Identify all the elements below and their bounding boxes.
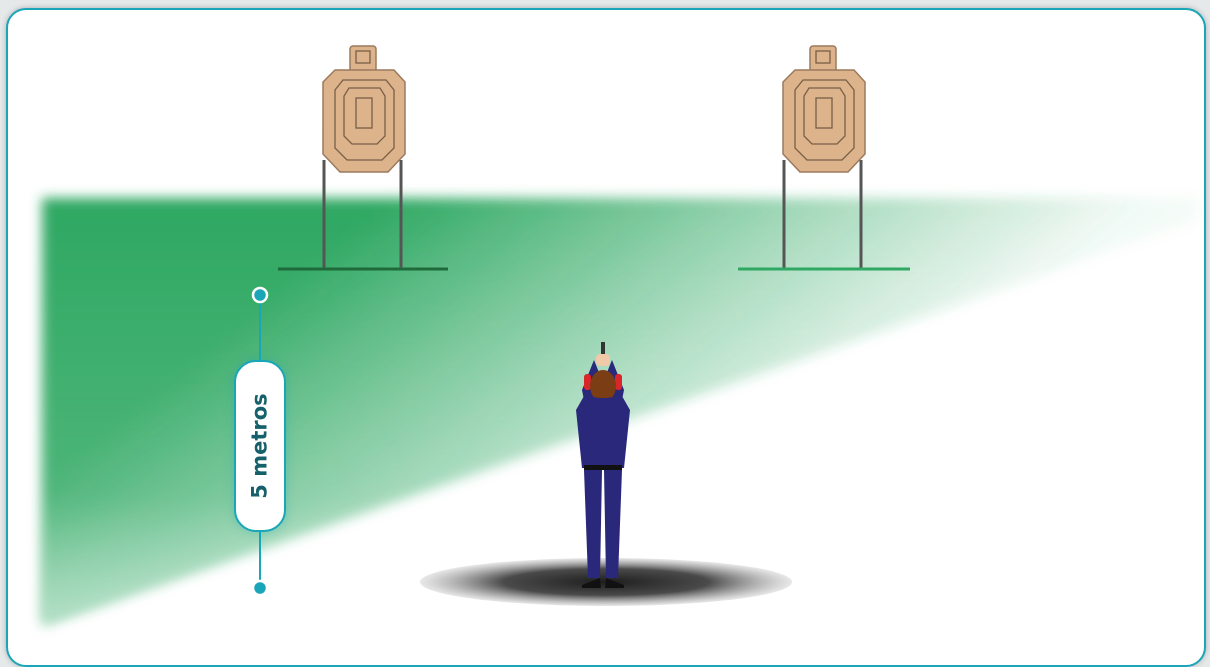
marker-start-dot [253,288,267,302]
distance-label: 5 metros [248,393,272,498]
marker-end-dot [253,581,267,595]
shooting-range-scene [8,10,1204,665]
distance-label-pill: 5 metros [234,360,286,532]
diagram-frame: 5 metros [6,8,1206,667]
shooter-figure [576,342,630,588]
